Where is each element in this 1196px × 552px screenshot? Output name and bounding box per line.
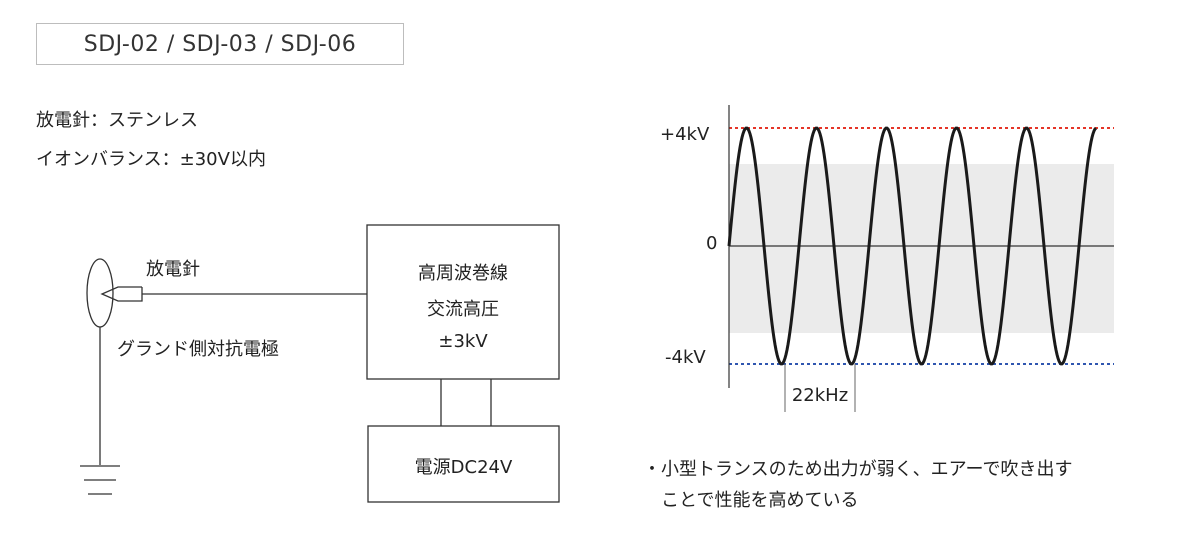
model-label: SDJ-02 / SDJ-03 / SDJ-06 <box>36 23 404 65</box>
waveform-graph <box>727 105 1114 412</box>
transformer-label-1: 高周波巻線 <box>418 263 508 284</box>
note-line-1: 小型トランスのため出力が弱く、エアーで吹き出す <box>661 459 1073 480</box>
power-box <box>367 425 560 503</box>
needle-label: 放電針 <box>146 259 200 280</box>
plus-voltage-label: +4kV <box>660 124 710 145</box>
note-bullet: ・ <box>643 459 661 480</box>
note-line-2: ことで性能を高めている <box>661 490 859 511</box>
transformer-label-3: ±3kV <box>438 331 488 352</box>
frequency-label: 22kHz <box>791 385 849 406</box>
sine-wave <box>727 126 1098 366</box>
power-label: 電源DC24V <box>414 457 513 478</box>
waveform-band <box>729 164 1114 333</box>
ground-electrode-ellipse <box>86 258 114 328</box>
minus-voltage-label: -4kV <box>665 347 706 368</box>
transformer-box <box>366 224 560 380</box>
spec-electrode-material: 放電針：ステンレス <box>36 110 198 131</box>
transformer-label-2: 交流高圧 <box>427 299 499 320</box>
zero-label: 0 <box>706 233 718 254</box>
circuit-diagram <box>80 224 560 503</box>
discharge-needle <box>100 286 143 302</box>
ground-electrode-label: グランド側対抗電極 <box>117 339 279 360</box>
spec-ion-balance: イオンバランス：±30V以内 <box>36 149 266 170</box>
